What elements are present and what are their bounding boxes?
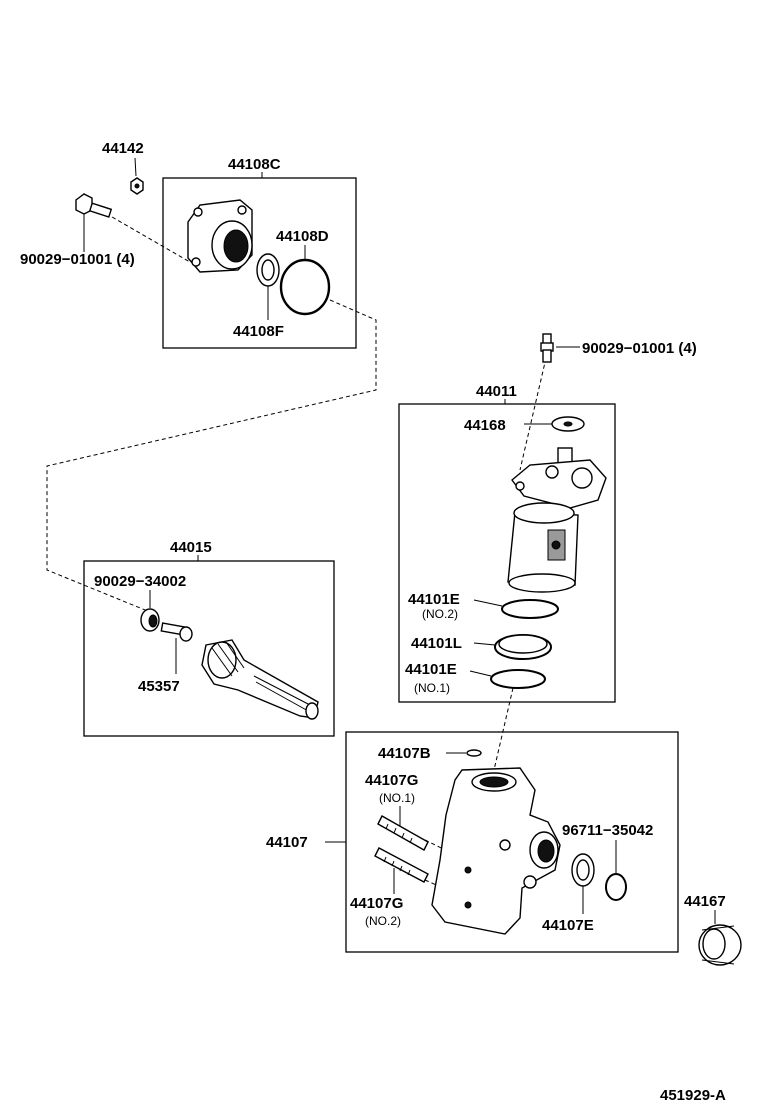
- part-label-44142: 44142: [102, 140, 144, 157]
- part-label-44101E-no2-note: (NO.2): [422, 607, 458, 621]
- part-label-44101E-no1: 44101E: [405, 661, 457, 678]
- part-label-45357: 45357: [138, 678, 180, 695]
- stud-44107G-no1-icon: [377, 815, 429, 851]
- ring-44101E-no1-icon: [490, 669, 546, 689]
- part-label-44101L: 44101L: [411, 635, 462, 652]
- o-ring-44108D-icon: [279, 258, 331, 316]
- part-label-44107G-no1-note: (NO.1): [379, 791, 415, 805]
- part-label-44107G-no1: 44107G: [365, 772, 418, 789]
- part-label-44108F: 44108F: [233, 323, 284, 340]
- part-label-44108D: 44108D: [276, 228, 329, 245]
- part-label-44107B: 44107B: [378, 745, 431, 762]
- assembly-dashed-line-body: [493, 687, 514, 771]
- nut-44142-icon: [130, 177, 144, 195]
- ring-44101E-no2-icon: [501, 599, 559, 619]
- flange-housing-icon: [187, 199, 253, 273]
- o-ring-96711-35042-icon: [605, 873, 627, 901]
- part-label-44101E-no2: 44101E: [408, 591, 460, 608]
- seal-44108F-icon: [256, 253, 280, 287]
- part-label-90029-01001-right: 90029−01001 (4): [582, 340, 697, 357]
- part-label-96711-35042: 96711−35042: [562, 822, 653, 839]
- bolt-90029-01001-left-icon: [75, 193, 113, 218]
- group-label-44108C: 44108C: [228, 156, 281, 173]
- part-label-90029-01001-left: 90029−01001 (4): [20, 251, 135, 268]
- gear-housing-icon: [431, 767, 561, 935]
- group-label-44107: 44107: [266, 834, 308, 851]
- ring-44101L-icon: [494, 634, 552, 660]
- sleeve-90029-34002-icon: [140, 608, 160, 632]
- group-box-44108C: [162, 177, 357, 349]
- part-label-44167: 44167: [684, 893, 726, 910]
- part-label-90029-34002: 90029−34002: [94, 573, 186, 590]
- assembly-dashed-line-top-bolt: [519, 357, 547, 471]
- bolt-45357-icon: [160, 622, 193, 642]
- bolt-90029-01001-right-icon: [540, 333, 554, 363]
- washer-44168-icon: [551, 416, 585, 432]
- part-label-44101E-no1-note: (NO.1): [414, 681, 450, 695]
- seal-44107E-icon: [571, 853, 595, 887]
- part-label-44107E: 44107E: [542, 917, 594, 934]
- assembly-dashed-line-bolt: [99, 209, 191, 263]
- part-label-44107G-no2: 44107G: [350, 895, 403, 912]
- group-label-44011: 44011: [476, 383, 517, 400]
- part-label-44168: 44168: [464, 417, 506, 434]
- group-box-44011: [398, 403, 616, 703]
- group-label-44015: 44015: [170, 539, 212, 556]
- seal-44167-icon: [698, 924, 742, 966]
- part-label-44107G-no2-note: (NO.2): [365, 914, 401, 928]
- assembly-dashed-line-loop: [46, 299, 377, 613]
- valve-body-icon: [507, 447, 607, 593]
- ring-44107B-icon: [466, 749, 482, 757]
- diagram-reference-code: 451929-A: [660, 1087, 726, 1104]
- stud-44107G-no2-icon: [374, 847, 429, 883]
- group-box-44015: [83, 560, 335, 737]
- pinion-shaft-icon: [201, 639, 319, 720]
